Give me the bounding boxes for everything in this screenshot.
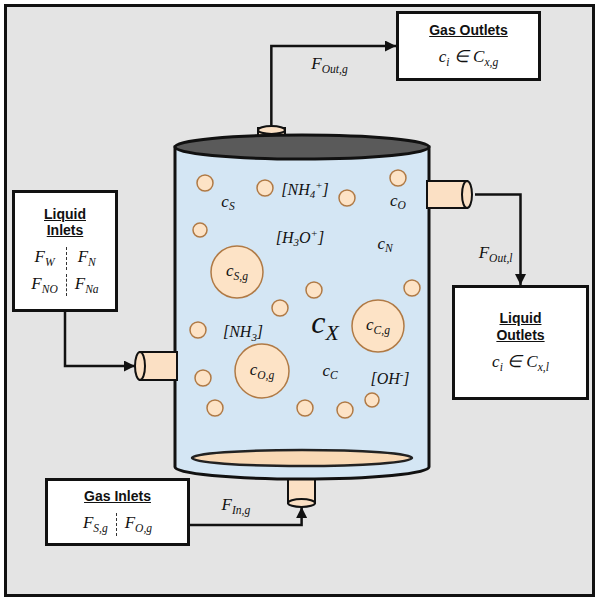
subscript: Out,l (489, 251, 512, 264)
box-heading: Liquid Inlets (35, 206, 95, 240)
box-heading: Gas Inlets (84, 488, 151, 505)
species-label: cC,g (366, 315, 390, 338)
stream-box: Liquid Outlets ci ∈ Cx,l (452, 285, 589, 400)
bubble (193, 223, 207, 237)
variable-label: FS,g (75, 513, 117, 536)
variable-label: ci ∈ Cx,l (484, 352, 557, 375)
species-label: [OH-] (370, 368, 409, 388)
species-label: cS,g (226, 261, 248, 284)
bubble-circle (211, 246, 263, 298)
subscript: S (229, 200, 235, 213)
subscript: i (500, 361, 503, 374)
reactor-vessel: cS [NH4+] cO [H3O+] cN [NH3] cX cC [OH-] cS,g cC,g… (135, 125, 475, 507)
pipe-end (288, 499, 315, 507)
subscript: Out,g (322, 63, 348, 76)
flow-arrow (475, 195, 521, 285)
subscript: S,g (93, 522, 107, 535)
subscript: i (446, 56, 449, 69)
variable-label: ci ∈ Cx,g (431, 47, 506, 70)
flow-label: FOut,l (479, 243, 513, 266)
bubble (195, 370, 211, 386)
bubble (272, 300, 288, 316)
flow-label: FIn,g (222, 495, 251, 518)
variable-label: FN (67, 247, 107, 270)
stream-box: Liquid InletsFWFNFNOFNa (12, 190, 118, 312)
pipe-end (462, 181, 472, 208)
subscript: W (45, 256, 55, 269)
variable-grid: FS,gFO,g (75, 513, 160, 536)
flow-arrow (271, 46, 396, 125)
pipe-end (258, 126, 285, 134)
subscript: C,g (374, 323, 390, 336)
variable-grid: ci ∈ Cx,l (484, 352, 557, 375)
variable-label: FW (23, 247, 66, 270)
species-label: cO (390, 191, 406, 214)
bubble (207, 400, 223, 416)
bubble (306, 282, 322, 298)
subscript: Na (85, 282, 98, 295)
subscript: 3 (294, 236, 299, 248)
stream-box: Gas InletsFS,gFO,g (45, 478, 190, 546)
species-label: cO,g (250, 360, 275, 383)
subscript: NO (42, 282, 58, 295)
subscript: x,g (484, 56, 498, 69)
variable-label: FNO (23, 274, 66, 297)
box-heading: Gas Outlets (429, 22, 508, 39)
gas-bubble: cO,g (234, 343, 290, 399)
gas-bubble: cS,g (210, 245, 264, 299)
variable-label: FNa (67, 274, 107, 297)
reactor-drawing (135, 126, 472, 507)
subscript: In,g (232, 504, 250, 517)
superscript: + (315, 179, 322, 191)
subscript: x,l (538, 361, 549, 374)
variable-label: FO,g (117, 513, 160, 536)
gas-bubble: cC,g (351, 299, 405, 353)
variable-grid: ci ∈ Cx,g (431, 47, 506, 70)
bubble (390, 170, 406, 186)
species-label: cS (221, 192, 234, 215)
vessel-top (175, 135, 429, 159)
gas-sparger (192, 450, 412, 466)
subscript: C (330, 369, 338, 382)
species-label: [NH4+] (281, 179, 328, 201)
subscript: S,g (234, 269, 248, 282)
small-bubbles (190, 170, 420, 418)
bubble-circle (235, 344, 289, 398)
species-label: cN (377, 234, 392, 257)
subscript: 4 (310, 188, 315, 200)
bubble (365, 393, 379, 407)
subscript: N (385, 242, 393, 255)
box-heading: Liquid Outlets (486, 310, 556, 344)
bubble (257, 180, 273, 196)
bubble (297, 400, 313, 416)
superscript: - (400, 368, 404, 380)
species-label: cX (311, 303, 339, 346)
bubble (404, 280, 420, 296)
subscript: O,g (135, 522, 152, 535)
subscript: O,g (257, 368, 274, 381)
bubble-circle (352, 300, 404, 352)
subscript: N (88, 256, 96, 269)
bubble (197, 175, 213, 191)
vessel-body (175, 147, 429, 479)
bubble (339, 190, 355, 206)
flow-label: FOut,g (311, 54, 347, 77)
variable-grid: FWFNFNOFNa (23, 247, 106, 296)
species-label: [NH3] (223, 322, 263, 344)
subscript: O (398, 199, 406, 212)
flow-arrow (65, 312, 135, 366)
species-label: cC (322, 361, 337, 384)
pipe-end (135, 352, 145, 380)
bubble (337, 402, 353, 418)
stream-box: Gas Outlets ci ∈ Cx,g (396, 11, 541, 81)
bubble (190, 322, 206, 338)
subscript: X (325, 321, 338, 345)
subscript: 3 (251, 331, 256, 343)
species-label: [H3O+] (276, 227, 324, 249)
superscript: + (311, 227, 318, 239)
